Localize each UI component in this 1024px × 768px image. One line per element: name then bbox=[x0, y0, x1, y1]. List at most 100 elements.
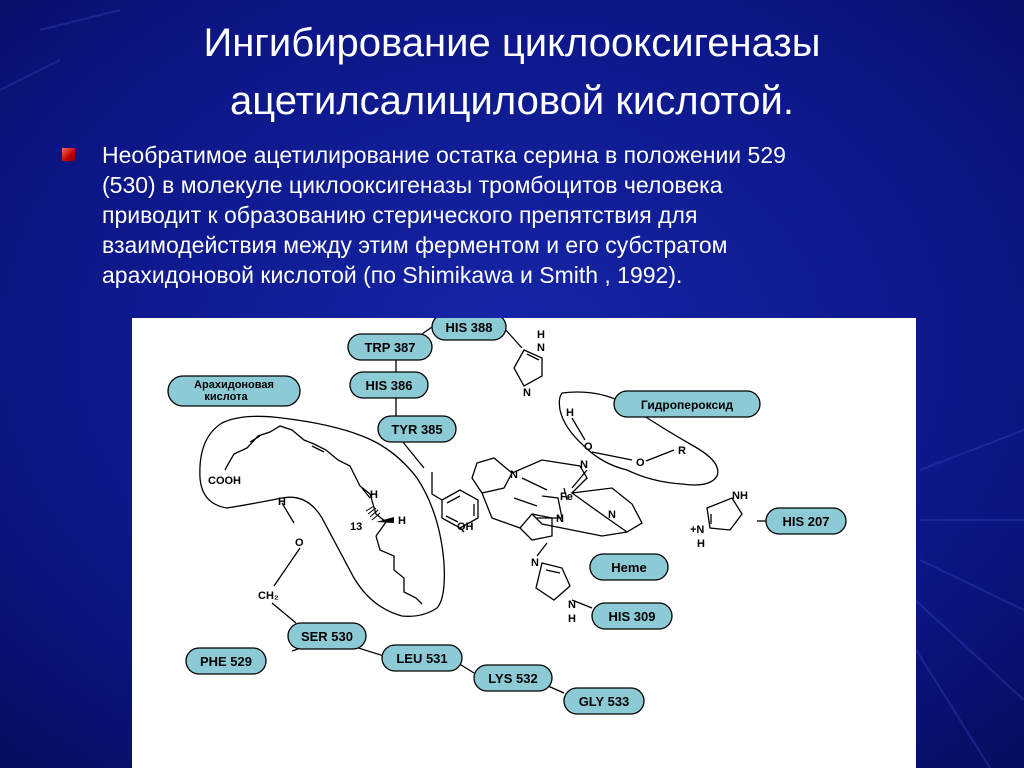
porphyrin-pyrrole bbox=[519, 513, 553, 541]
double-bond bbox=[249, 435, 371, 499]
residue-ser530-pill bbox=[287, 622, 367, 650]
double-bond bbox=[445, 495, 475, 523]
connector-line bbox=[563, 487, 568, 501]
bullet-text: Необратимое ацетилирование остатка серин… bbox=[102, 140, 972, 290]
porphyrin-pyrrole bbox=[471, 457, 513, 494]
bullet-line: арахидоновой кислотой (по Shimikawa и Sm… bbox=[102, 262, 683, 288]
atom-label: O bbox=[295, 537, 304, 549]
atom-label: +N bbox=[690, 524, 704, 536]
residue-his207-pill bbox=[765, 507, 847, 535]
bond-line bbox=[431, 472, 443, 501]
atom-label: N bbox=[523, 387, 531, 399]
atom-label: H bbox=[697, 538, 705, 550]
heme-label: Heme bbox=[611, 560, 646, 575]
imidazole-ring bbox=[535, 562, 571, 601]
residue-phe529-pill bbox=[185, 647, 267, 675]
peroxide-bonds bbox=[571, 417, 675, 462]
porphyrin-core bbox=[537, 495, 563, 519]
residue-leu531-pill bbox=[381, 644, 463, 672]
bullet-line: взаимодействия между этим ферментом и ег… bbox=[102, 232, 728, 258]
diagram-svg: HIS 388 TRP 387 HIS 386 TYR 385 Арахидон… bbox=[167, 318, 847, 715]
connector-line bbox=[503, 327, 523, 349]
porphyrin-bridge bbox=[481, 492, 521, 529]
porphyrin-bridge bbox=[531, 513, 628, 537]
hydroperoxide-pill bbox=[613, 390, 761, 418]
bond-line bbox=[224, 465, 228, 471]
residue-gly533-label: GLY 533 bbox=[579, 694, 630, 709]
atom-label: O bbox=[636, 457, 645, 469]
atom-label: N bbox=[580, 459, 588, 471]
residue-his207-label: HIS 207 bbox=[783, 514, 830, 529]
atom-label: N bbox=[568, 599, 576, 611]
residue-phe529-label: PHE 529 bbox=[200, 654, 252, 669]
title-line-1: Ингибирование циклооксигеназы bbox=[203, 21, 821, 65]
residue-his388-label: HIS 388 bbox=[446, 320, 493, 335]
atom-label: H bbox=[566, 407, 574, 419]
connector-line bbox=[571, 599, 593, 609]
bullet-line: (530) в молекуле циклооксигеназы тромбоц… bbox=[102, 172, 723, 198]
arachidonic-acid-label-1: Арахидоновая bbox=[194, 379, 274, 391]
atom-label: N bbox=[556, 513, 564, 525]
bond-line bbox=[459, 527, 465, 533]
imidazole-ring bbox=[706, 497, 743, 531]
bond-line bbox=[375, 521, 387, 537]
stereo-wedge bbox=[365, 505, 381, 521]
slide-title: Ингибирование циклооксигеназы ацетилсали… bbox=[60, 14, 964, 130]
arachidonic-tail bbox=[375, 535, 423, 605]
atom-label: H bbox=[278, 496, 286, 508]
wedge-bond bbox=[376, 517, 394, 523]
atom-label: R bbox=[678, 445, 686, 457]
residue-his309-pill bbox=[591, 602, 673, 630]
bullet-line: приводит к образованию стерического преп… bbox=[102, 202, 698, 228]
arachidonic-acid-label-2: кислота bbox=[204, 391, 248, 403]
atom-label: COOH bbox=[208, 475, 241, 487]
residue-leu531-label: LEU 531 bbox=[396, 651, 447, 666]
residue-his309-label: HIS 309 bbox=[609, 609, 656, 624]
residue-ser530-label: SER 530 bbox=[301, 629, 353, 644]
residue-gly533-pill bbox=[563, 687, 645, 715]
residue-his386-label: HIS 386 bbox=[366, 378, 413, 393]
hydroperoxide-label: Гидропероксид bbox=[641, 398, 734, 412]
atom-label: H bbox=[398, 515, 406, 527]
heme-pill bbox=[589, 553, 669, 581]
porphyrin-pyrrole bbox=[570, 487, 643, 533]
atom-label: Fe bbox=[560, 491, 573, 503]
connector-line bbox=[536, 542, 548, 557]
residue-trp387-label: TRP 387 bbox=[364, 340, 415, 355]
connector-line bbox=[271, 602, 297, 624]
residue-his388-pill bbox=[431, 318, 507, 341]
arachidonic-acid-pill bbox=[167, 375, 301, 407]
residue-tyr385-pill bbox=[377, 415, 457, 443]
residue-tyr385-label: TYR 385 bbox=[391, 422, 442, 437]
bullet-line: Необратимое ацетилирование остатка серин… bbox=[102, 142, 786, 168]
title-line-2: ацетилсалициловой кислотой. bbox=[230, 79, 794, 123]
atom-label: H bbox=[370, 489, 378, 501]
residue-his386-pill bbox=[349, 371, 429, 399]
atom-label: H bbox=[537, 329, 545, 341]
atom-label: H bbox=[568, 613, 576, 625]
atom-label: N bbox=[608, 509, 616, 521]
imidazole-ring bbox=[513, 349, 543, 387]
connector-line bbox=[547, 685, 565, 694]
residue-lys532-pill bbox=[473, 664, 553, 692]
connector-line bbox=[401, 440, 425, 469]
atom-label: 13 bbox=[350, 521, 362, 533]
residue-lys532-label: LYS 532 bbox=[488, 671, 537, 686]
double-bond bbox=[545, 569, 561, 574]
atom-label: CH₂ bbox=[258, 590, 279, 602]
residue-trp387-pill bbox=[347, 333, 433, 361]
atom-label: N bbox=[531, 557, 539, 569]
cyclooxygenase-active-site-diagram: HIS 388 TRP 387 HIS 386 TYR 385 Арахидон… bbox=[132, 318, 916, 768]
atom-label: NH bbox=[732, 490, 748, 502]
atom-label: N bbox=[537, 342, 545, 354]
bullet-square-icon bbox=[62, 148, 75, 161]
double-bond bbox=[526, 353, 540, 361]
connector-line bbox=[281, 502, 295, 524]
arachidonic-acid-pocket bbox=[199, 415, 445, 617]
arachidonic-chain bbox=[226, 425, 387, 523]
atom-label: N bbox=[510, 469, 518, 481]
atom-label: O bbox=[584, 441, 593, 453]
porphyrin-detail bbox=[513, 469, 588, 507]
atom-label: OH bbox=[457, 521, 474, 533]
connector-line bbox=[273, 547, 301, 587]
